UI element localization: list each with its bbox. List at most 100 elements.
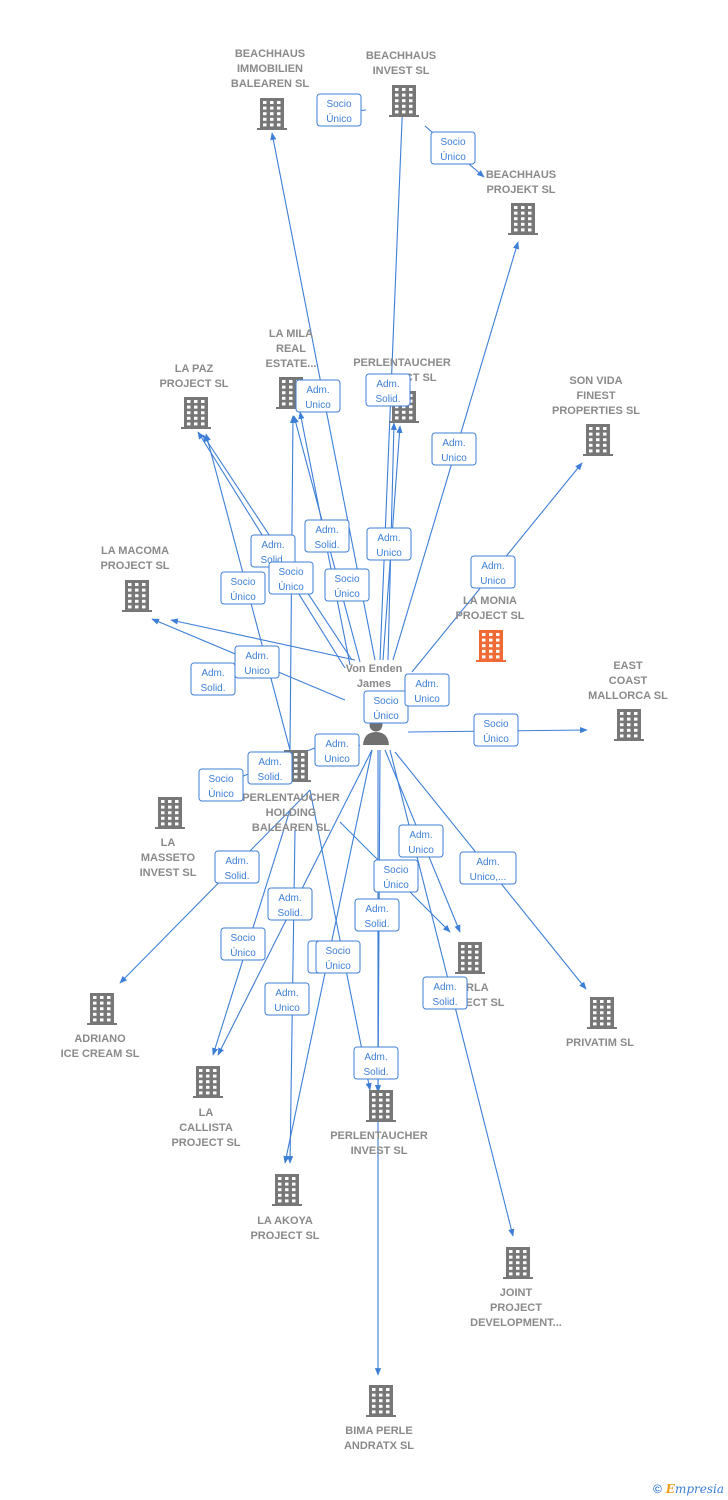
node-label: JOINT: [500, 1287, 533, 1299]
edge-label-text: Adm.: [325, 739, 348, 750]
edge-label-text: Socio: [483, 719, 508, 730]
node-label: PROPERTIES SL: [552, 405, 640, 417]
node-la-mila[interactable]: LA MILAREALESTATE...: [266, 328, 317, 409]
edge-label-text: Solid.: [364, 919, 389, 930]
edge-label-text: Adm.: [364, 1052, 387, 1063]
edge-label-text: Unico: [376, 548, 402, 559]
node-beachhaus-immobilien[interactable]: BEACHHAUS IMMOBILIEN BALEAREN SL: [231, 48, 310, 130]
edge-label-text: Adm.: [433, 982, 456, 993]
edge-labels-layer: SocioÚnicoSocioÚnicoAdm.UnicoAdm.Solid.A…: [190, 93, 519, 1080]
node-label: BEACHHAUS: [366, 50, 436, 62]
edge-label[interactable]: Adm.Solid.: [304, 519, 350, 553]
edge-label[interactable]: Adm. Unico: [366, 527, 412, 561]
brand-logo[interactable]: Empresia: [665, 1482, 724, 1496]
edge-label[interactable]: Adm.Solid.: [214, 850, 260, 884]
edge-label-text: Unico: [441, 453, 467, 464]
node-joint-project[interactable]: JOINTPROJECTDEVELOPMENT...: [470, 1247, 562, 1329]
edge-label-text: Socio: [334, 574, 359, 585]
edge-label[interactable]: Adm.Solid.: [365, 373, 411, 407]
node-label: BALEAREN SL: [231, 78, 310, 90]
edge-label[interactable]: Adm.Unico: [234, 645, 280, 679]
edge-label[interactable]: Adm.Unico: [295, 379, 341, 413]
edge-label[interactable]: Adm. Unico: [431, 432, 477, 466]
edge-label-text: Unico,...: [470, 872, 507, 883]
node-label: PROJECT SL: [100, 560, 169, 572]
edge-arrow: [170, 618, 356, 661]
building-icon: [122, 580, 152, 612]
edge-label[interactable]: Adm.Solid.: [353, 1046, 399, 1080]
edge-label[interactable]: Adm.Solid.: [190, 662, 236, 696]
edge-label-text: Adm.: [245, 651, 268, 662]
edge-label-text: Adm.: [442, 438, 465, 449]
edge-label[interactable]: Adm.Unico: [264, 982, 310, 1016]
node-label: PROJECT SL: [159, 378, 228, 390]
edge-label[interactable]: Adm. Solid.: [247, 751, 293, 785]
node-label: LA: [161, 837, 176, 849]
node-label: LA MILA: [269, 328, 313, 340]
edge-label-text: Adm.: [258, 757, 281, 768]
edge-label-text: Solid.: [257, 772, 282, 783]
edge-label[interactable]: Adm.Unico: [404, 673, 450, 707]
node-privatim[interactable]: PRIVATIM SL: [566, 997, 634, 1049]
node-label: EAST: [613, 660, 643, 672]
building-icon: [476, 630, 506, 662]
edge-label[interactable]: Adm.Solid.: [267, 887, 313, 921]
edge-label-text: Único: [325, 959, 351, 972]
edge-label[interactable]: Adm.Unico,...: [459, 851, 517, 885]
edge-label[interactable]: Adm.Unico: [470, 555, 516, 589]
edge-label-text: Socio: [440, 137, 465, 148]
edge-label-text: Único: [334, 587, 360, 600]
edge-label-text: Unico: [480, 576, 506, 587]
nodes-layer: BEACHHAUS IMMOBILIEN BALEAREN SL BEACHHAUSI…: [61, 48, 669, 1452]
edge-label-text: Socio: [383, 865, 408, 876]
edge-label-text: Adm.: [315, 525, 338, 536]
edge-label[interactable]: Adm.Unico: [314, 733, 360, 767]
node-label: MASSETO: [141, 852, 196, 864]
edge-label[interactable]: Adm.Unico: [398, 824, 444, 858]
node-label: LA: [199, 1107, 214, 1119]
building-icon: [614, 709, 644, 741]
node-label: COAST: [609, 675, 648, 687]
node-label: IMMOBILIEN: [237, 63, 303, 75]
edge-label-text: Adm.: [377, 533, 400, 544]
edge-label-text: Socio: [230, 933, 255, 944]
node-label: BEACHHAUS: [235, 48, 305, 60]
edge-label[interactable]: Adm.Solid.: [422, 976, 468, 1010]
building-icon: [366, 1385, 396, 1417]
building-icon: [503, 1247, 533, 1279]
node-label: PROJEKT SL: [486, 184, 555, 196]
edge-label[interactable]: Adm.Solid.: [354, 898, 400, 932]
node-label: SON VIDA: [569, 375, 622, 387]
node-label: PROJECT SL: [171, 1137, 240, 1149]
edge-label-text: Adm.: [415, 679, 438, 690]
edge-label-text: Socio: [208, 774, 233, 785]
edge-label-text: Solid.: [260, 555, 285, 566]
node-label: ANDRATX SL: [344, 1440, 414, 1452]
